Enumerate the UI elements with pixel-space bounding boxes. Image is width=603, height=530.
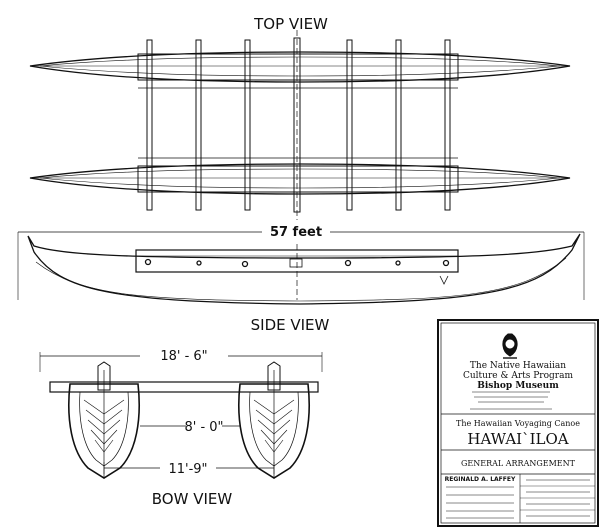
bow-view-drawing <box>39 352 323 479</box>
overall-width-dimension: 18' - 6" <box>160 349 207 364</box>
org-line-2: Culture & Arts Program <box>463 371 573 381</box>
title-block <box>437 319 599 527</box>
canoe-caption: The Hawaiian Voyaging Canoe <box>456 419 580 428</box>
length-dimension: 57 feet <box>270 225 322 240</box>
fine-print-lines <box>446 391 590 519</box>
left-bow-hull <box>68 383 140 479</box>
hull-spacing-dimension: 8' - 0" <box>184 420 223 435</box>
side-hull-profile <box>27 233 581 305</box>
org-line-1: The Native Hawaiian <box>470 361 566 371</box>
bow-view-label: BOW VIEW <box>152 490 233 508</box>
top-view-label: TOP VIEW <box>253 15 328 33</box>
side-view-drawing <box>17 231 585 305</box>
program-logo <box>502 333 518 359</box>
canoe-name: HAWAI`ILOA <box>467 430 568 448</box>
designer-name: REGINALD A. LAFFEY <box>445 476 516 483</box>
hull-center-dimension: 11'-9" <box>168 462 207 477</box>
right-bow-hull <box>238 383 310 479</box>
top-view-drawing <box>29 30 571 220</box>
museum-name: Bishop Museum <box>477 381 559 391</box>
drawing-title: GENERAL ARRANGEMENT <box>461 459 576 468</box>
side-view-label: SIDE VIEW <box>251 316 330 334</box>
